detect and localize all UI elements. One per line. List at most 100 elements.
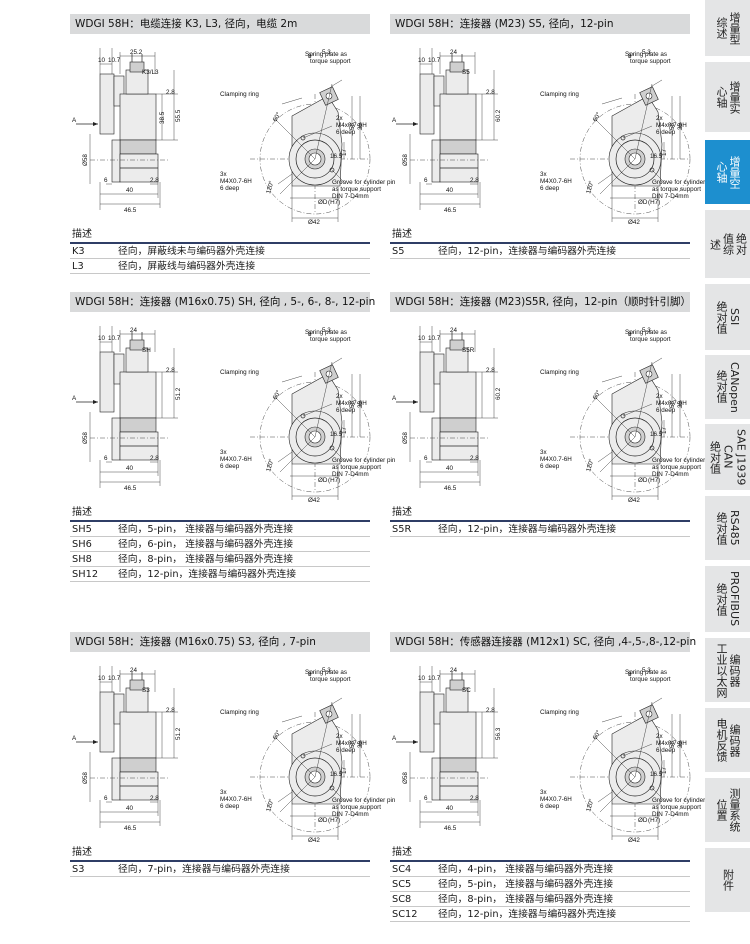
connector-head	[449, 679, 465, 691]
sidebar-tab-label: SSI	[728, 308, 741, 326]
screw-3x: 3x	[540, 171, 548, 178]
sidebar-tab[interactable]: 增量实心轴	[705, 62, 750, 132]
arrow-a-label: A	[72, 117, 77, 124]
dim-d3: 10.7	[428, 675, 441, 682]
dim-m4x: M4x0.7-6H	[336, 740, 367, 747]
dim-d3: 10.7	[108, 675, 121, 682]
dim-8deg: 8°	[308, 330, 315, 338]
product-section: WDGI 58H：连接器 (M16x0.75) S3, 径向 , 7-pin	[70, 632, 396, 877]
dim-60deg: 60°	[271, 110, 283, 123]
torque-support-label: torque support	[310, 336, 351, 343]
sidebar-tab[interactable]: 测量系统位置	[705, 778, 750, 842]
side-view	[76, 326, 178, 488]
arrow-a-label: A	[392, 117, 397, 124]
dim-d2: 10	[418, 57, 426, 64]
dim-60deg: 60°	[271, 388, 283, 401]
dim-d4b: 2.8	[150, 177, 159, 184]
dim-17-label: 17	[341, 148, 348, 156]
groove-label-2: as torque support	[652, 464, 701, 471]
connector-label: SH	[142, 347, 151, 354]
dim-d4: 2.8	[166, 89, 175, 96]
dim-6deep2: 6 deep	[336, 407, 356, 414]
dim-d8: 40	[126, 465, 134, 472]
dim-d6: 56.3	[495, 727, 502, 740]
spring-plate-label: Spring plate as	[305, 329, 347, 336]
dim-42-label: Ø42	[628, 497, 640, 504]
spring-plate-label: Spring plate as	[305, 669, 347, 676]
dim-d8: 40	[126, 805, 134, 812]
sidebar-tab-label: 绝对值	[715, 370, 728, 404]
dim-165-label: 16.5	[330, 153, 343, 160]
sidebar-tab-label: 值综	[721, 233, 735, 255]
description-title: 描述	[72, 229, 92, 240]
dim-2x: 2x	[336, 393, 344, 400]
dim-h7-label: (H7)	[328, 817, 340, 824]
dim-d1: 24	[130, 667, 138, 674]
dim-42-label: Ø42	[628, 837, 640, 844]
dim-d-label: ØD	[318, 817, 328, 824]
variant-description: 径向，12-pin，连接器与编码器外壳连接	[438, 909, 617, 920]
sidebar-tab[interactable]: 增量空心轴	[705, 140, 750, 204]
screw-3x: 3x	[220, 171, 228, 178]
dim-d4: 2.8	[486, 367, 495, 374]
sidebar-tab-label: 绝对值	[715, 511, 728, 545]
dim-8deg: 8°	[308, 670, 315, 678]
front-view	[250, 357, 371, 500]
sidebar-tab[interactable]: 绝对值综述	[705, 210, 750, 278]
technical-drawing: 24 10 10.7 S3 2.8 51.2 Ø58 6 2.8 40 46.5…	[72, 666, 396, 844]
clamping-ring-label: Clamping ring	[220, 91, 259, 98]
drawing-area: 24 10 10.7 S5R 2.8 60.2 Ø58 6 2.8 40 46.…	[390, 312, 716, 504]
technical-drawing: 24 10 10.7 SH 2.8 51.2 Ø58 6 2.8 40 46.5…	[72, 326, 396, 504]
clamping-ring-label: Clamping ring	[220, 369, 259, 376]
dim-d10: Ø58	[82, 432, 89, 444]
technical-drawing: 24 10 10.7 SC 2.8 56.3 Ø58 6 2.8 40 46.5…	[392, 666, 716, 844]
sidebar-tab-label: 附件	[721, 869, 735, 891]
section-title: WDGI 58H：连接器 (M16x0.75) SH, 径向 , 5-, 6-,…	[70, 292, 375, 312]
groove-label-1: Groove for cylinder pin	[652, 457, 716, 464]
sidebar-tab[interactable]: 附件	[705, 848, 750, 912]
product-section: WDGI 58H：连接器 (M16x0.75) SH, 径向 , 5-, 6-,…	[70, 292, 396, 582]
variant-code: S5R	[392, 524, 412, 535]
variant-code: S3	[72, 864, 85, 875]
dim-d7: 6	[104, 177, 108, 184]
dim-d7: 6	[424, 177, 428, 184]
screw-3x: 3x	[220, 449, 228, 456]
sidebar-tab[interactable]: 增量型综述	[705, 0, 750, 56]
variant-code: K3	[72, 246, 85, 257]
front-view	[570, 79, 691, 222]
variant-description: 径向，4-pin， 连接器与编码器外壳连接	[438, 864, 613, 875]
sidebar-tab[interactable]: 编码器电机反馈	[705, 708, 750, 772]
sidebar-tab-label: 编码器	[728, 653, 741, 687]
dim-d4b: 2.8	[470, 795, 479, 802]
side-view	[396, 326, 498, 488]
dim-30-label: 30	[677, 740, 684, 748]
sidebar-tab-label: 位置	[715, 799, 728, 821]
section-title: WDGI 58H：传感器连接器 (M12x1) SC, 径向 ,4-,5-,8-…	[390, 632, 696, 652]
variant-description: 径向，12-pin，连接器与编码器外壳连接	[438, 524, 617, 535]
front-view	[250, 697, 371, 840]
description-title: 描述	[392, 847, 412, 858]
dim-8deg: 8°	[628, 670, 635, 678]
dim-d1: 24	[450, 667, 458, 674]
sidebar-tab[interactable]: 编码器工业以太网	[705, 638, 750, 702]
dim-d4: 2.8	[486, 707, 495, 714]
dim-d7: 6	[424, 795, 428, 802]
spring-plate-label: Spring plate as	[625, 669, 667, 676]
clamping-ring-label: Clamping ring	[540, 369, 579, 376]
torque-support-label: torque support	[630, 58, 671, 65]
screw-3x: 3x	[220, 789, 228, 796]
connector-head	[129, 61, 145, 73]
sidebar-tab-label: 增量型	[728, 11, 741, 45]
torque-support-label: torque support	[630, 676, 671, 683]
connector-label: SC	[462, 687, 471, 694]
